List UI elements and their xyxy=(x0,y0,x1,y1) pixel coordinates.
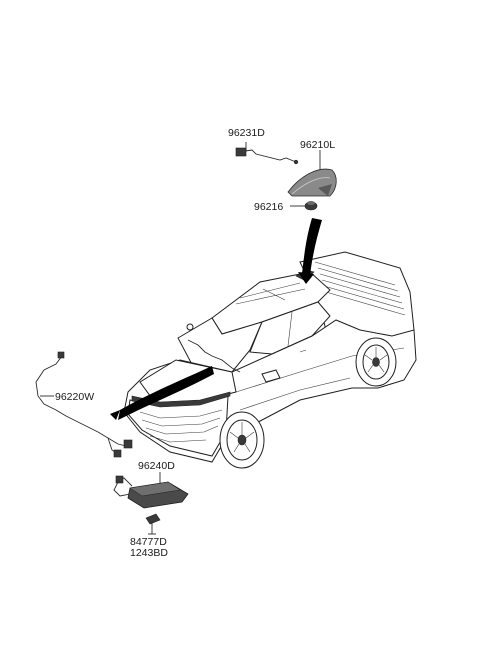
label-96220W: 96220W xyxy=(55,391,94,403)
part-96210L xyxy=(287,150,337,197)
vehicle-illustration xyxy=(123,251,417,469)
label-1243BD: 1243BD xyxy=(130,547,168,559)
part-96231D xyxy=(235,142,299,165)
part-96216 xyxy=(290,201,318,211)
label-96231D: 96231D xyxy=(228,127,265,139)
label-96240D: 96240D xyxy=(138,460,175,472)
front-wheel xyxy=(219,411,265,469)
label-96210L: 96210L xyxy=(300,139,335,151)
part-96220W xyxy=(35,351,133,458)
callout-arrows xyxy=(110,218,322,420)
label-96216: 96216 xyxy=(254,201,283,213)
label-84777D: 84777D xyxy=(130,536,167,548)
part-96240D xyxy=(113,472,189,509)
part-84777D-bolt xyxy=(145,513,161,535)
rear-wheel xyxy=(355,337,397,387)
